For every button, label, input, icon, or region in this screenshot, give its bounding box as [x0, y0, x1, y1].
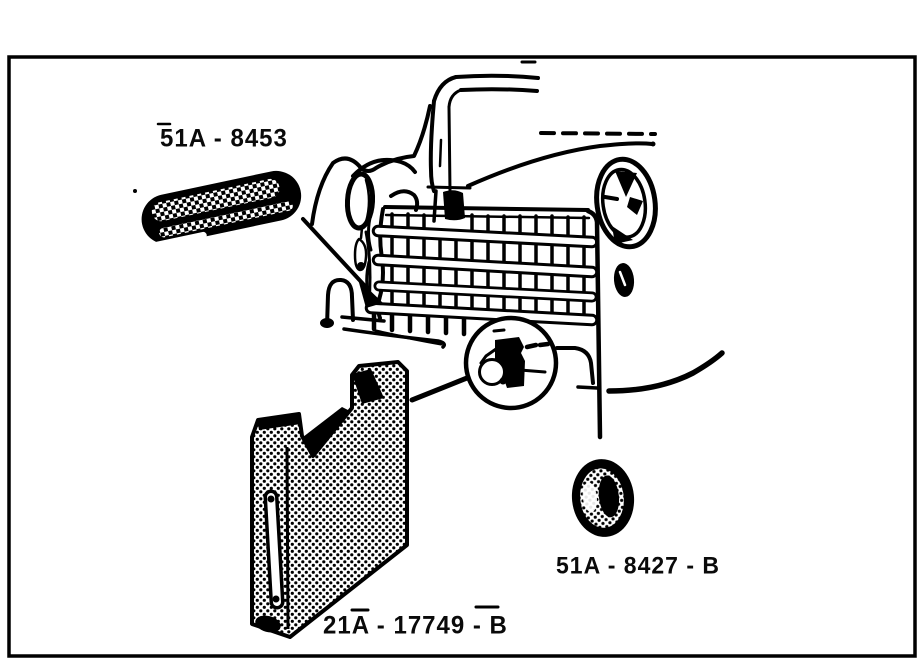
- grille-bars: [364, 224, 599, 327]
- car-front-line-art: [133, 60, 725, 612]
- hood-right-edge: [466, 141, 656, 188]
- hood-center-strip: [426, 73, 540, 223]
- lens-pointer-arrow: [301, 217, 383, 308]
- part-lamp-lens: [141, 170, 383, 308]
- part-label-grommet: 51A - 8427 - B: [556, 551, 720, 579]
- part-label-lamp-lens: 51A - 8453: [160, 124, 288, 153]
- detail-callout: [463, 315, 559, 411]
- part-label-mounting-plate: 21A - 17749 - B: [323, 611, 508, 640]
- headlight-left: [344, 171, 376, 231]
- part-mounting-plate: [250, 360, 409, 639]
- lower-right-body: [555, 346, 725, 394]
- callout-connector-line: [409, 375, 470, 403]
- grille: [364, 205, 603, 440]
- hood-seam-dashed-line: [539, 131, 657, 136]
- part-grommet: [571, 459, 635, 537]
- parking-lamp-right: [613, 263, 635, 297]
- plate-slot: [263, 489, 285, 610]
- lower-front-panel: [320, 277, 446, 349]
- grille-slats: [390, 212, 586, 317]
- diagram-border: [7, 55, 917, 658]
- bracket-detail: [478, 328, 551, 388]
- left-fender-and-hood: [310, 104, 432, 226]
- scan-speck: [133, 189, 137, 193]
- headlight-right: [594, 156, 658, 250]
- scan-speck: [350, 605, 500, 612]
